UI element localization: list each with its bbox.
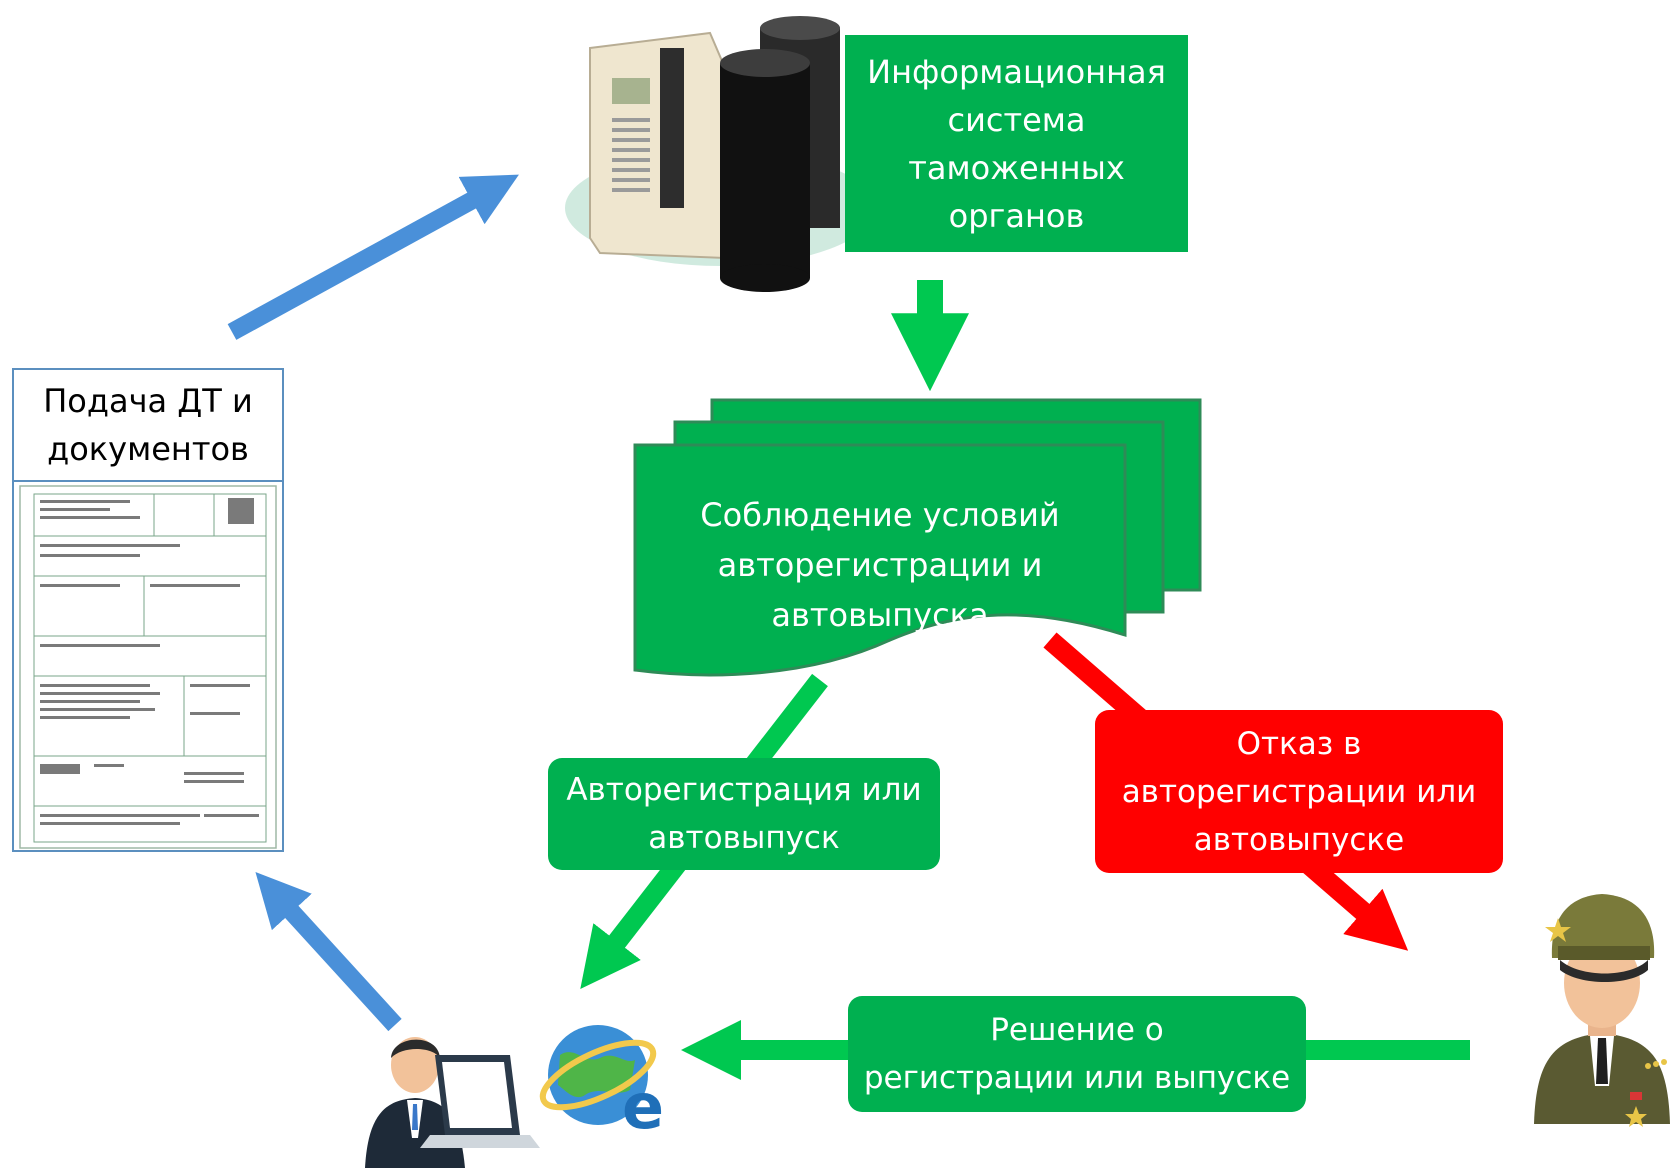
info-system-line-4: органов <box>948 196 1085 235</box>
customs-officer-icon <box>1534 894 1670 1127</box>
submission-line-1: Подача ДТ и <box>43 382 253 420</box>
refusal-line-3: автовыпуске <box>1193 821 1405 858</box>
auto-line-1: Авторегистрация или <box>566 772 922 808</box>
svg-text:e: e <box>622 1070 664 1143</box>
server-icon <box>565 16 875 292</box>
arrow-submit-to-system <box>227 174 519 340</box>
conditions-line-2: авторегистрации и <box>717 546 1043 584</box>
conditions-line-1: Соблюдение условий <box>700 496 1060 534</box>
internet-explorer-icon: e <box>539 1025 664 1143</box>
decision-box: Решение о регистрации или выпуске <box>848 996 1306 1112</box>
info-system-line-3: таможенных <box>908 148 1125 187</box>
document-form-icon <box>19 485 277 849</box>
submission-line-2: документов <box>47 430 249 468</box>
info-system-line-1: Информационная <box>867 52 1166 91</box>
refusal-box: Отказ в авторегистрации или автовыпуске <box>1095 710 1503 873</box>
decision-line-2: регистрации или выпуске <box>863 1060 1291 1096</box>
info-system-line-2: система <box>947 100 1086 139</box>
user-computer-icon <box>365 1037 540 1168</box>
submission-document: Подача ДТ и документов <box>12 368 284 852</box>
arrow-user-to-document <box>255 872 402 1032</box>
submission-title: Подача ДТ и документов <box>14 370 282 482</box>
conditions-line-3: автовыпуска <box>771 596 989 634</box>
refusal-line-1: Отказ в <box>1236 725 1362 762</box>
conditions-multidoc-shape <box>633 398 1202 677</box>
refusal-line-2: авторегистрации или <box>1121 773 1477 810</box>
info-system-box: Информационная система таможенных органо… <box>845 35 1188 252</box>
conditions-text: Соблюдение условий авторегистрации и авт… <box>635 475 1125 655</box>
decision-line-1: Решение о <box>990 1012 1164 1048</box>
auto-registration-box: Авторегистрация или автовыпуск <box>548 758 940 870</box>
auto-line-2: автовыпуск <box>648 820 840 856</box>
